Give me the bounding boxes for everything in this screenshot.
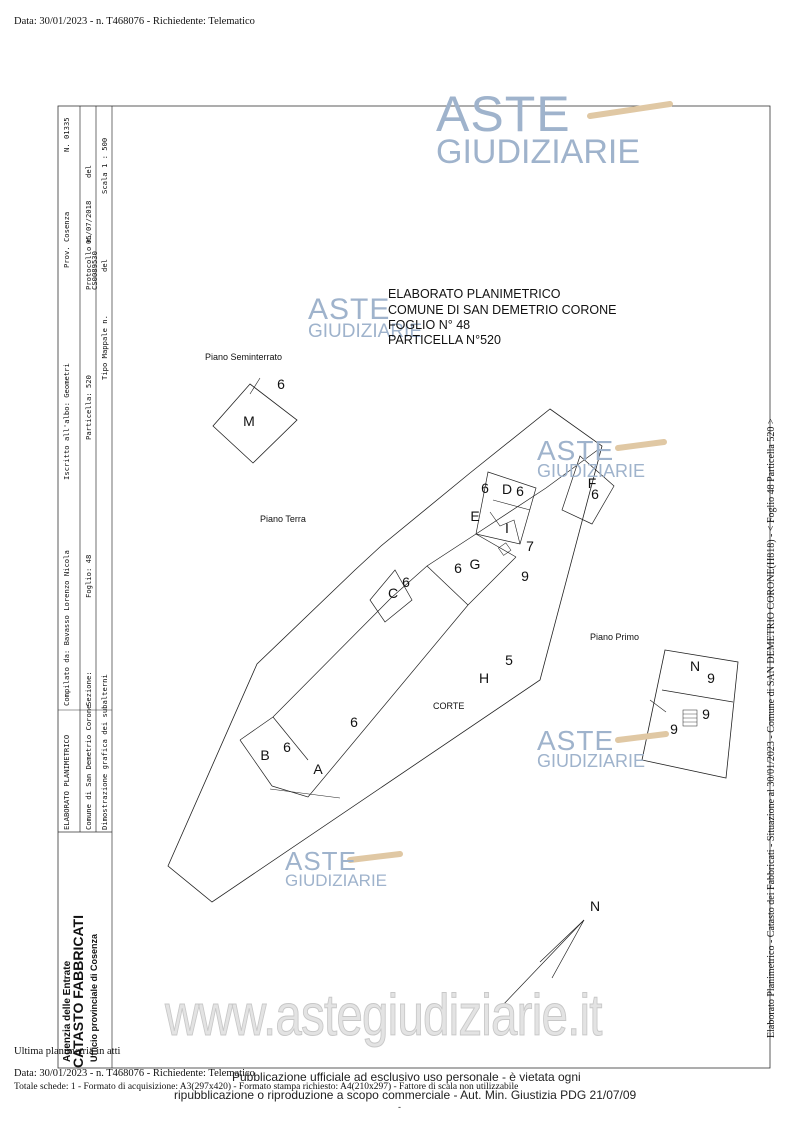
- cartouche-prov: Prov. Cosenza: [62, 211, 71, 268]
- corte-label: CORTE: [433, 701, 465, 711]
- unit-i-letter: I: [505, 520, 509, 536]
- north-label: N: [589, 898, 601, 914]
- sheet-frame: [57, 105, 771, 1069]
- cartouche-del2: del: [100, 259, 109, 272]
- cartouche-sezione: Sezione:: [84, 671, 93, 706]
- unit-d-letter: D: [501, 481, 513, 497]
- footer-data: Data: 30/01/2023 - n. T468076 - Richiede…: [14, 1068, 255, 1079]
- watermark-aste-bottom: ASTE GIUDIZIARIE: [285, 846, 388, 891]
- unit-h-number: 5: [505, 652, 513, 668]
- unit-f-letter: F: [587, 475, 597, 491]
- unit-b-number: 6: [283, 739, 291, 755]
- footer-totale: Totale schede: 1 - Formato di acquisizio…: [14, 1082, 519, 1092]
- footer-notice-2: ripubblicazione o riproduzione a scopo c…: [174, 1088, 637, 1102]
- cartouche-particella: Particella: 520: [84, 375, 93, 440]
- unit-m-number: 6: [277, 376, 285, 392]
- side-caption: Elaborato Planimetrico - Catasto dei Fab…: [766, 418, 777, 1038]
- floor-seminterrato: Piano Seminterrato: [205, 352, 283, 362]
- unit-e-number: 6: [481, 480, 489, 496]
- cartouche-dimostrazione: Dimostrazione grafica dei subalterni: [100, 674, 109, 830]
- floor-primo: Piano Primo: [590, 632, 640, 642]
- parcel-outline: [167, 408, 603, 903]
- title-line-1: ELABORATO PLANIMETRICO: [388, 287, 561, 301]
- unit-g-letter: G: [469, 556, 481, 572]
- unit-g-number-9: 9: [521, 568, 529, 584]
- unit-n-letter: N: [689, 658, 701, 674]
- primo-number-9b: 9: [670, 721, 678, 737]
- unit-g-number: 6: [454, 560, 462, 576]
- cartouche-iscritto: Iscritto all'albo: Geometri: [62, 363, 71, 480]
- footer-notice-1: Pubblicazione ufficiale ad esclusivo uso…: [232, 1070, 581, 1084]
- cartouche-prot-num: CS0089530: [90, 251, 99, 290]
- title-line-2: COMUNE DI SAN DEMETRIO CORONE: [388, 303, 617, 317]
- unit-f-number: 6: [591, 486, 599, 502]
- unit-m-outline: [212, 383, 298, 464]
- north-arrow: [539, 919, 585, 979]
- watermark-aste-primo: ASTE GIUDIZIARIE: [537, 725, 646, 772]
- unit-d-number: 6: [516, 483, 524, 499]
- unit-a-number: 6: [350, 714, 358, 730]
- unit-e-letter: E: [470, 508, 480, 524]
- cartouche-comune: Comune di San Demetrio Corone: [84, 704, 93, 831]
- unit-c-number: 6: [402, 574, 410, 590]
- watermark-site: www.astegiudiziarie.it: [165, 983, 603, 1049]
- cartouche-del: del: [84, 165, 93, 178]
- unit-a-letter: A: [313, 761, 323, 777]
- unit-c-letter: C: [387, 585, 399, 601]
- agency-line-3: Ufficio provinciale di Cosenza: [89, 933, 99, 1062]
- watermark-aste-title: ASTE GIUDIZIARIE: [308, 293, 423, 342]
- unit-h-letter: H: [478, 670, 490, 686]
- primo-number-9a: 9: [702, 706, 710, 722]
- cartouche-foglio: Foglio: 48: [84, 554, 93, 598]
- cartouche-n-albo: N. 01335: [62, 117, 71, 152]
- watermark-aste-right: ASTE GIUDIZIARIE: [537, 435, 646, 482]
- cartouche-compilato: Compilato da: Bavasso Lorenzo Nicola: [62, 550, 71, 706]
- footer-dash: -: [398, 1102, 401, 1112]
- title-line-3: FOGLIO N° 48: [388, 318, 471, 332]
- title-line-4: PARTICELLA N°520: [388, 333, 501, 347]
- unit-n-number: 9: [707, 670, 715, 686]
- footer-ultima: Ultima planimetria in atti: [14, 1046, 121, 1057]
- floor-terra: Piano Terra: [260, 514, 306, 524]
- unit-m-letter: M: [243, 413, 255, 429]
- cartouche-scala: Scala 1 : 500: [100, 137, 109, 194]
- watermark-aste-top: ASTE GIUDIZIARIE: [436, 86, 641, 171]
- header-line: Data: 30/01/2023 - n. T468076 - Richiede…: [14, 16, 255, 27]
- unit-i-number: 7: [526, 538, 534, 554]
- unit-b-letter: B: [260, 747, 270, 763]
- cartouche-prot-date: 05/07/2018: [84, 200, 93, 244]
- cartouche-tipo-mappale: Tipo Mappale n.: [100, 315, 109, 380]
- cartouche-title: ELABORATO PLANIMETRICO: [62, 734, 71, 830]
- primo-outline: [641, 649, 739, 779]
